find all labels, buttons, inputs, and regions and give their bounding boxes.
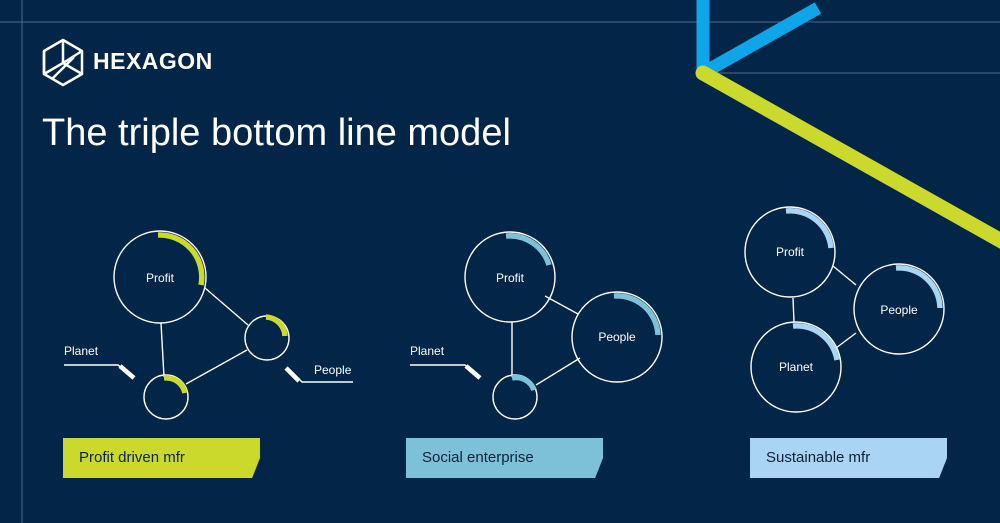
diagram-sustainable xyxy=(744,206,945,413)
node-planet xyxy=(143,374,189,420)
node-people-3 xyxy=(853,263,945,355)
caption-profit-driven: Profit driven mfr xyxy=(63,438,260,478)
edge-profit-people-2 xyxy=(544,295,579,315)
arc-people-3 xyxy=(895,265,943,309)
node-profit-3 xyxy=(744,206,836,298)
arc-people-2 xyxy=(613,293,661,336)
blue-stripe-diagonal xyxy=(699,2,822,79)
diagram-sustainable-arcs xyxy=(785,208,943,361)
node-people-2 xyxy=(571,291,663,383)
node-label-people: People xyxy=(314,363,352,377)
edge-profit-planet xyxy=(160,322,165,378)
node-label-planet: Planet xyxy=(64,344,99,358)
caption-social-enterprise: Social enterprise xyxy=(406,438,603,478)
arc-people xyxy=(265,314,288,337)
arc-leader-planet xyxy=(118,364,136,380)
arc-planet-2 xyxy=(511,374,537,392)
node-planet-3 xyxy=(750,321,842,413)
edge-people-planet-3 xyxy=(835,332,857,349)
arc-planet xyxy=(163,375,188,394)
edge-people-planet-2 xyxy=(535,357,581,386)
node-label-profit: Profit xyxy=(145,271,175,285)
arc-profit-3 xyxy=(785,208,834,249)
brand-name: HEXAGON xyxy=(93,48,213,74)
node-label-planet-2: Planet xyxy=(410,344,445,358)
page-title: The triple bottom line model xyxy=(42,112,511,154)
diagram-profit-driven xyxy=(64,230,353,420)
arc-profit xyxy=(157,232,205,286)
node-profit-2 xyxy=(464,231,556,323)
arc-leader-planet-2 xyxy=(464,364,482,380)
arc-planet-3 xyxy=(792,323,840,361)
edge-people-planet xyxy=(185,349,248,385)
edge-profit-planet-3 xyxy=(792,297,795,323)
arc-profit-2 xyxy=(505,233,552,266)
diagram-social-enterprise xyxy=(410,231,663,420)
node-label-profit-2: Profit xyxy=(495,271,525,285)
edge-profit-people xyxy=(204,287,249,326)
edge-profit-people-3 xyxy=(832,265,857,286)
node-label-planet-3: Planet xyxy=(778,360,814,374)
node-label-profit-3: Profit xyxy=(775,245,805,259)
node-label-people-3: People xyxy=(880,303,918,317)
lime-stripe-diagonal xyxy=(695,65,1000,249)
caption-sustainable: Sustainable mfr xyxy=(750,438,947,478)
arc-leader-people xyxy=(284,366,301,383)
diagram-profit-driven-arcs xyxy=(118,232,301,394)
diagram-social-enterprise-arcs xyxy=(464,233,661,392)
node-label-people-2: People xyxy=(598,330,636,344)
hexagon-logo-icon xyxy=(42,38,84,87)
node-profit xyxy=(113,230,207,324)
